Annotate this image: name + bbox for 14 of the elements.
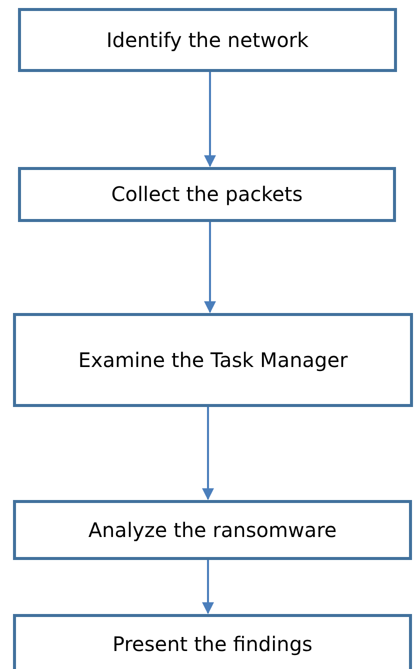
process-box	[13, 614, 412, 669]
process-box	[18, 8, 397, 72]
step-label: Examine the Task Manager	[78, 346, 348, 374]
step-label: Present the findings	[112, 630, 312, 658]
process-box	[13, 313, 413, 407]
step-label: Analyze the ransomware	[88, 516, 337, 544]
process-box	[13, 500, 412, 560]
arrow	[202, 560, 214, 614]
step-label: Collect the packets	[111, 181, 303, 208]
arrow	[204, 72, 216, 168]
arrow	[204, 222, 216, 314]
process-box	[18, 167, 396, 222]
step-label: Identify the network	[106, 26, 309, 54]
arrow	[202, 407, 214, 500]
